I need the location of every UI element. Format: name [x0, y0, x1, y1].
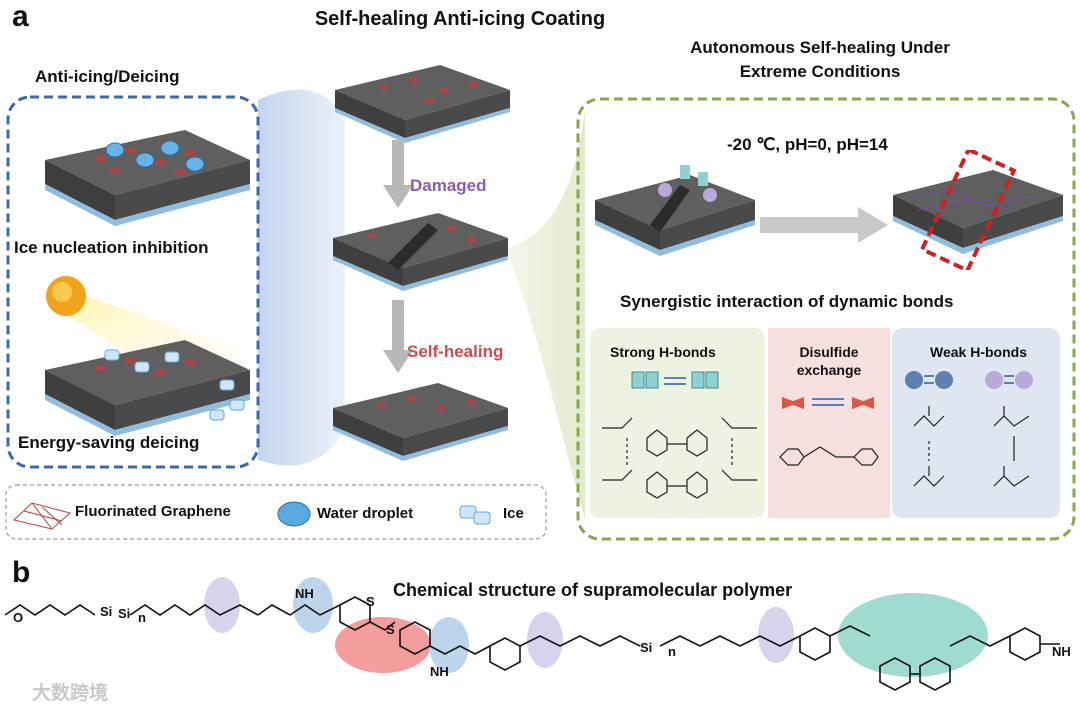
- weak-hbonds-title: Weak H-bonds: [930, 344, 1027, 360]
- atom-si-2: Si: [118, 606, 130, 621]
- arrow-down-2-icon: [383, 300, 413, 373]
- atom-nh-end: NH: [1052, 644, 1071, 659]
- autonomous-title-line2: Extreme Conditions: [739, 62, 901, 81]
- autonomous-title-line1: Autonomous Self-healing Under: [690, 38, 950, 57]
- weak-hbonds-structure: [905, 371, 1033, 487]
- disulfide-structure: [779, 397, 879, 466]
- watermark: 大数跨境: [32, 683, 109, 704]
- legend-ice: Ice: [503, 505, 524, 522]
- sun-icon: [46, 276, 86, 316]
- atom-s-2: S: [386, 622, 395, 637]
- panel-b-title: Chemical structure of supramolecular pol…: [393, 580, 793, 600]
- slab-original: [335, 65, 510, 143]
- atom-o-start: O: [13, 610, 23, 625]
- weak-hbonds-box: [892, 328, 1060, 518]
- strong-hbonds-structure: [602, 371, 757, 499]
- atom-si-1: Si: [100, 604, 112, 619]
- atom-n-sub-1: n: [138, 610, 146, 625]
- panel-a-label: a: [12, 0, 29, 33]
- slab-extreme-before: [595, 165, 755, 256]
- polymer-structure: O Si Si n S S NH NH Si n NH: [4, 577, 1071, 691]
- atom-s-1: S: [366, 594, 375, 609]
- atom-si-3: Si: [640, 640, 652, 655]
- selfhealing-label: Self-healing: [407, 342, 504, 361]
- panel-b-label: b: [12, 556, 31, 589]
- disulfide-title-line2: exchange: [796, 362, 862, 378]
- slab-damaged: [333, 213, 508, 291]
- atom-n-sub-2: n: [668, 644, 676, 659]
- energy-saving-caption: Energy-saving deicing: [18, 433, 200, 452]
- legend-fluorinated-graphene: Fluorinated Graphene: [75, 503, 231, 520]
- arrow-right-icon: [760, 207, 888, 243]
- conditions-text: -20 ℃, pH=0, pH=14: [727, 135, 888, 154]
- coating-slab-deicing: [45, 340, 250, 436]
- arrow-down-1-icon: [383, 140, 413, 208]
- fluorinated-graphene-icon: [12, 502, 72, 530]
- atom-nh-1: NH: [295, 586, 314, 601]
- panel-a-title: Self-healing Anti-icing Coating: [314, 8, 606, 30]
- synergy-title: Synergistic interaction of dynamic bonds: [620, 292, 954, 311]
- anti-icing-title: Anti-icing/Deicing: [35, 67, 180, 86]
- coating-slab-ice: [45, 130, 250, 226]
- slab-healed: [333, 383, 508, 461]
- water-droplet-icon: [277, 501, 311, 527]
- damaged-label: Damaged: [410, 176, 487, 195]
- strong-hbonds-title: Strong H-bonds: [610, 344, 716, 360]
- slab-extreme-after: [893, 150, 1063, 270]
- ice-nucleation-caption: Ice nucleation inhibition: [14, 238, 209, 257]
- atom-nh-2: NH: [430, 664, 449, 679]
- legend-water-droplet: Water droplet: [317, 505, 414, 522]
- disulfide-title-line1: Disulfide: [799, 344, 859, 360]
- ice-icon: [459, 505, 491, 525]
- disulfide-box: [768, 328, 890, 518]
